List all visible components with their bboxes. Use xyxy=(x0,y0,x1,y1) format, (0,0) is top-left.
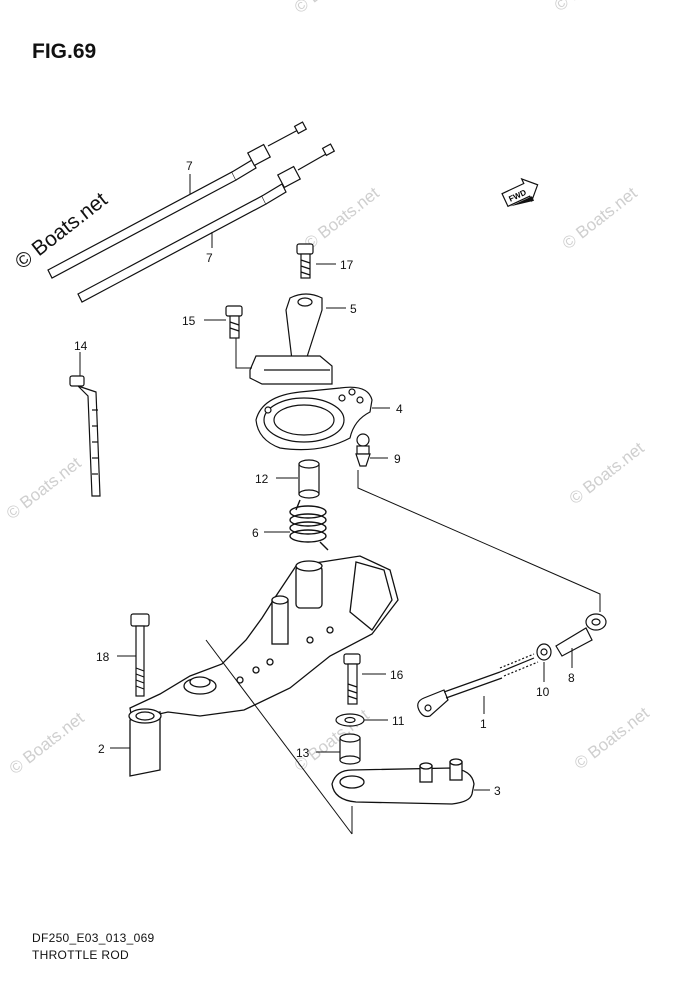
watermark-faint: © Boats.net xyxy=(301,183,383,253)
collar-12 xyxy=(298,459,320,499)
spring-6 xyxy=(289,499,329,551)
callout-14: 14 xyxy=(74,339,88,353)
watermark-faint: © Boats.net xyxy=(291,0,373,17)
collar-13 xyxy=(339,733,361,765)
callout-12: 12 xyxy=(255,472,269,486)
figure-caption: THROTTLE ROD xyxy=(32,948,129,962)
cable-tie-14 xyxy=(69,375,101,497)
watermark-faint: © Boats.net xyxy=(571,703,653,773)
plate-4 xyxy=(255,386,373,451)
callout-3: 3 xyxy=(494,784,501,798)
drawing-code: DF250_E03_013_069 xyxy=(32,931,155,945)
bolt-17 xyxy=(296,243,314,279)
callout-6: 6 xyxy=(252,526,259,540)
throttle-bracket-assembly xyxy=(129,555,399,721)
callout-5: 5 xyxy=(350,302,357,316)
throttle-rod-1 xyxy=(417,653,539,718)
callout-7-upper: 7 xyxy=(186,159,193,173)
bracket-5 xyxy=(249,293,333,385)
watermark-faint: © Boats.net xyxy=(566,438,648,508)
figure-title: FIG.69 xyxy=(32,40,97,63)
watermark-faint: © Boats.net xyxy=(559,183,641,253)
bolt-18 xyxy=(130,613,150,697)
callout-8: 8 xyxy=(568,671,575,685)
callout-9: 9 xyxy=(394,452,401,466)
lever-3 xyxy=(331,758,475,805)
callout-11: 11 xyxy=(392,714,405,728)
watermark-faint: © Boats.net xyxy=(3,453,85,523)
shaft-2 xyxy=(128,708,162,777)
washer-11 xyxy=(335,713,365,727)
callout-15: 15 xyxy=(182,314,196,328)
callout-16: 16 xyxy=(390,668,404,682)
fwd-arrow-icon: FWD xyxy=(501,177,539,208)
throttle-cable-upper xyxy=(47,121,308,279)
callout-1: 1 xyxy=(480,717,487,731)
bolt-15 xyxy=(225,305,243,339)
watermark-faint: © Boats.net xyxy=(6,708,88,778)
rod-end-8 xyxy=(555,613,607,657)
leader-lines xyxy=(79,174,601,835)
callout-4: 4 xyxy=(396,402,403,416)
callout-17: 17 xyxy=(340,258,354,272)
callout-7-lower: 7 xyxy=(206,251,213,265)
callout-2: 2 xyxy=(98,742,105,756)
callout-13: 13 xyxy=(296,746,310,760)
bolt-16 xyxy=(343,653,361,705)
callout-10: 10 xyxy=(536,685,550,699)
nut-10 xyxy=(536,643,552,661)
watermark-faint: © Boats.net xyxy=(551,0,633,15)
callout-18: 18 xyxy=(96,650,110,664)
throttle-cable-lower xyxy=(77,143,336,303)
watermark-main: © Boats.net xyxy=(11,188,112,274)
figure-footer: DF250_E03_013_069 THROTTLE ROD xyxy=(32,930,155,964)
ball-joint-9 xyxy=(355,433,371,467)
